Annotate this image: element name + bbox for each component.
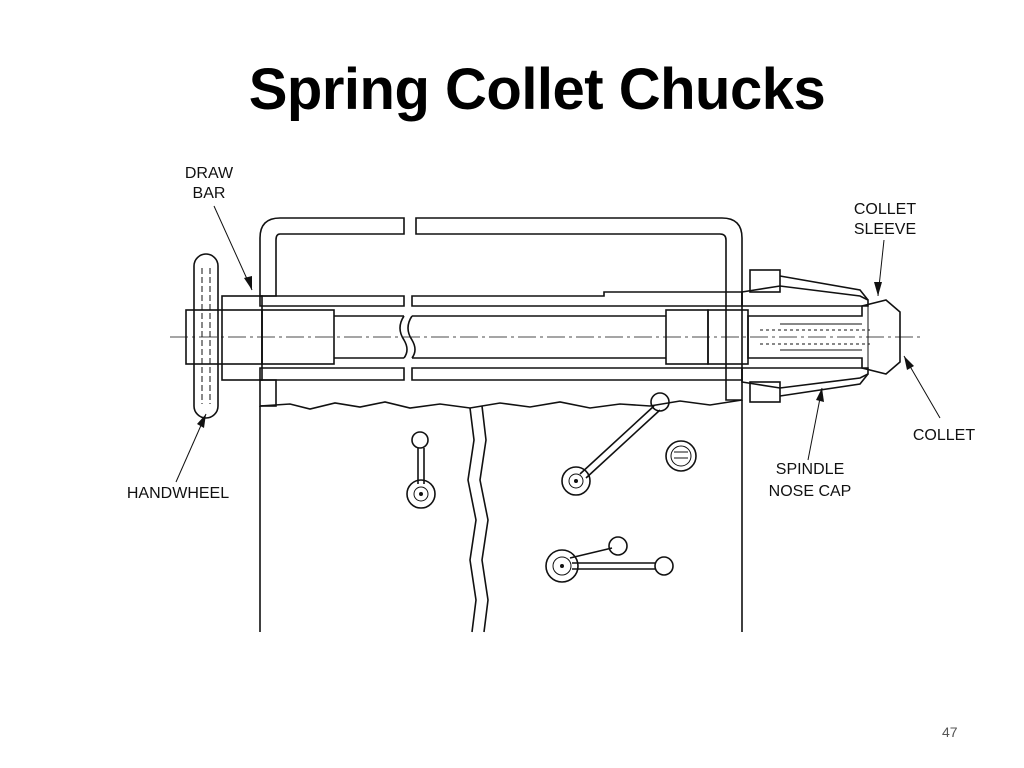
slide-title: Spring Collet Chucks xyxy=(248,57,826,122)
spindle-nose-cap-label-line2: NOSE CAP xyxy=(769,483,852,500)
spindle-nose-cap xyxy=(749,269,869,403)
headstock-housing xyxy=(259,217,743,633)
handwheel xyxy=(193,253,219,419)
draw-bar-label-line1: DRAW xyxy=(185,165,234,182)
leader-lines xyxy=(175,205,941,483)
draw-bar-label-line2: BAR xyxy=(193,185,226,202)
page-number: 47 xyxy=(942,724,958,740)
collet-sleeve-label-line1: COLLET xyxy=(854,201,916,218)
collet-sleeve-label-line2: SLEEVE xyxy=(854,221,916,238)
spindle-nose-cap-label-line1: SPINDLE xyxy=(776,461,844,478)
collet xyxy=(747,299,901,375)
collet-label: COLLET xyxy=(913,427,975,444)
handwheel-label: HANDWHEEL xyxy=(127,485,229,502)
headstock-levers xyxy=(406,392,697,583)
